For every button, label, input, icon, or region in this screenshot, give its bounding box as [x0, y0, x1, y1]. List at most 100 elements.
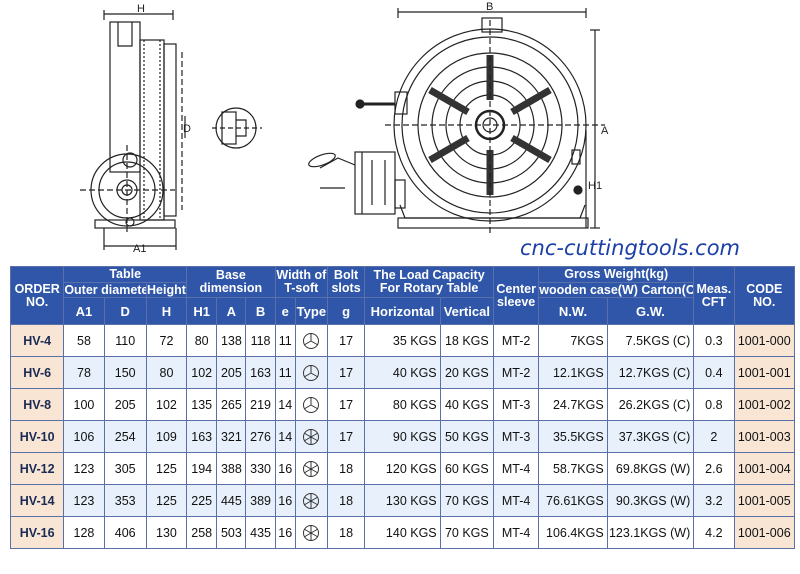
horizontal-cell: 35 KGS: [364, 324, 441, 357]
a1-cell: 78: [63, 356, 105, 389]
watermark-text: cnc-cuttingtools.com: [520, 236, 741, 260]
header-height: Height: [145, 282, 188, 298]
header-gw: G.W.: [606, 297, 695, 325]
h-cell: 130: [145, 516, 188, 549]
header-b: B: [245, 297, 276, 325]
d-cell: 110: [103, 324, 147, 357]
h1-cell: 102: [186, 356, 218, 389]
gw-cell: 26.2KGS (C): [606, 388, 695, 421]
h-cell: 80: [145, 356, 188, 389]
gw-cell: 12.7KGS (C): [606, 356, 695, 389]
g-cell: 18: [326, 516, 366, 549]
d-cell: 406: [103, 516, 147, 549]
b-cell: 276: [245, 420, 276, 453]
spec-table: ORDER NO. Table Base dimension Width of …: [9, 266, 795, 549]
meas-cell: 0.8: [693, 388, 735, 421]
six-slot-icon: [303, 524, 320, 541]
type-cell: [294, 388, 328, 421]
dim-label-d: D: [183, 123, 191, 135]
side-view: [80, 10, 186, 250]
type-cell: [294, 420, 328, 453]
dim-label-b: B: [486, 1, 493, 13]
d-cell: 205: [103, 388, 147, 421]
nw-cell: 106.4KGS: [538, 516, 608, 549]
technical-drawing: H B A H1 A1 D: [80, 1, 609, 255]
e-cell: 11: [274, 324, 296, 357]
g-cell: 17: [326, 324, 366, 357]
meas-cell: 2.6: [693, 452, 735, 485]
a-cell: 265: [216, 388, 247, 421]
center-sleeve-cell: MT-3: [492, 388, 540, 421]
g-cell: 18: [326, 452, 366, 485]
header-bolt-slots: Bolt slots: [326, 266, 366, 298]
nw-cell: 35.5KGS: [538, 420, 608, 453]
center-sleeve-cell: MT-2: [492, 356, 540, 389]
g-cell: 17: [326, 420, 366, 453]
h1-cell: 135: [186, 388, 218, 421]
header-gross-weight: Gross Weight(kg): [538, 266, 695, 283]
center-sleeve-cell: MT-3: [492, 420, 540, 453]
e-cell: 11: [274, 356, 296, 389]
meas-cell: 0.3: [693, 324, 735, 357]
horizontal-cell: 40 KGS: [364, 356, 441, 389]
dim-label-a: A: [601, 125, 609, 137]
header-type: Type: [294, 297, 328, 325]
h1-cell: 225: [186, 484, 218, 517]
header-h1: H1: [186, 297, 218, 325]
dim-label-h: H: [137, 3, 145, 15]
header-width-of-tsoft: Width of T-soft: [274, 266, 328, 298]
six-slot-icon: [303, 460, 320, 477]
nw-cell: 58.7KGS: [538, 452, 608, 485]
front-view: [308, 8, 605, 235]
six-slot-icon: [303, 428, 320, 445]
vertical-cell: 40 KGS: [439, 388, 495, 421]
vertical-cell: 50 KGS: [439, 420, 495, 453]
gw-cell: 123.1KGS (W): [606, 516, 695, 549]
order-cell: HV-10: [9, 420, 65, 453]
a-cell: 445: [216, 484, 247, 517]
header-code-no: CODE NO.: [733, 266, 795, 325]
order-cell: HV-16: [9, 516, 65, 549]
d-cell: 150: [103, 356, 147, 389]
e-cell: 14: [274, 388, 296, 421]
vertical-cell: 20 KGS: [439, 356, 495, 389]
horizontal-cell: 130 KGS: [364, 484, 441, 517]
b-cell: 163: [245, 356, 276, 389]
meas-cell: 0.4: [693, 356, 735, 389]
e-cell: 16: [274, 452, 296, 485]
d-cell: 353: [103, 484, 147, 517]
a1-cell: 100: [63, 388, 105, 421]
header-nw: N.W.: [538, 297, 608, 325]
nw-cell: 24.7KGS: [538, 388, 608, 421]
b-cell: 118: [245, 324, 276, 357]
order-cell: HV-14: [9, 484, 65, 517]
code-cell: 1001-000: [733, 324, 795, 357]
h-cell: 102: [145, 388, 188, 421]
h1-cell: 258: [186, 516, 218, 549]
order-cell: HV-4: [9, 324, 65, 357]
header-center-sleeve: Center sleeve: [492, 266, 540, 325]
header-d: D: [103, 297, 147, 325]
h-cell: 109: [145, 420, 188, 453]
horizontal-cell: 120 KGS: [364, 452, 441, 485]
order-cell: HV-12: [9, 452, 65, 485]
dim-label-h1: H1: [588, 180, 602, 192]
type-cell: [294, 484, 328, 517]
code-cell: 1001-003: [733, 420, 795, 453]
header-a: A: [216, 297, 247, 325]
header-horizontal: Horizontal: [364, 297, 441, 325]
type-cell: [294, 452, 328, 485]
horizontal-cell: 90 KGS: [364, 420, 441, 453]
a1-cell: 58: [63, 324, 105, 357]
gw-cell: 7.5KGS (C): [606, 324, 695, 357]
order-cell: HV-6: [9, 356, 65, 389]
tslot-detail: [212, 107, 262, 149]
three-slot-icon: [303, 364, 320, 381]
b-cell: 330: [245, 452, 276, 485]
nw-cell: 76.61KGS: [538, 484, 608, 517]
